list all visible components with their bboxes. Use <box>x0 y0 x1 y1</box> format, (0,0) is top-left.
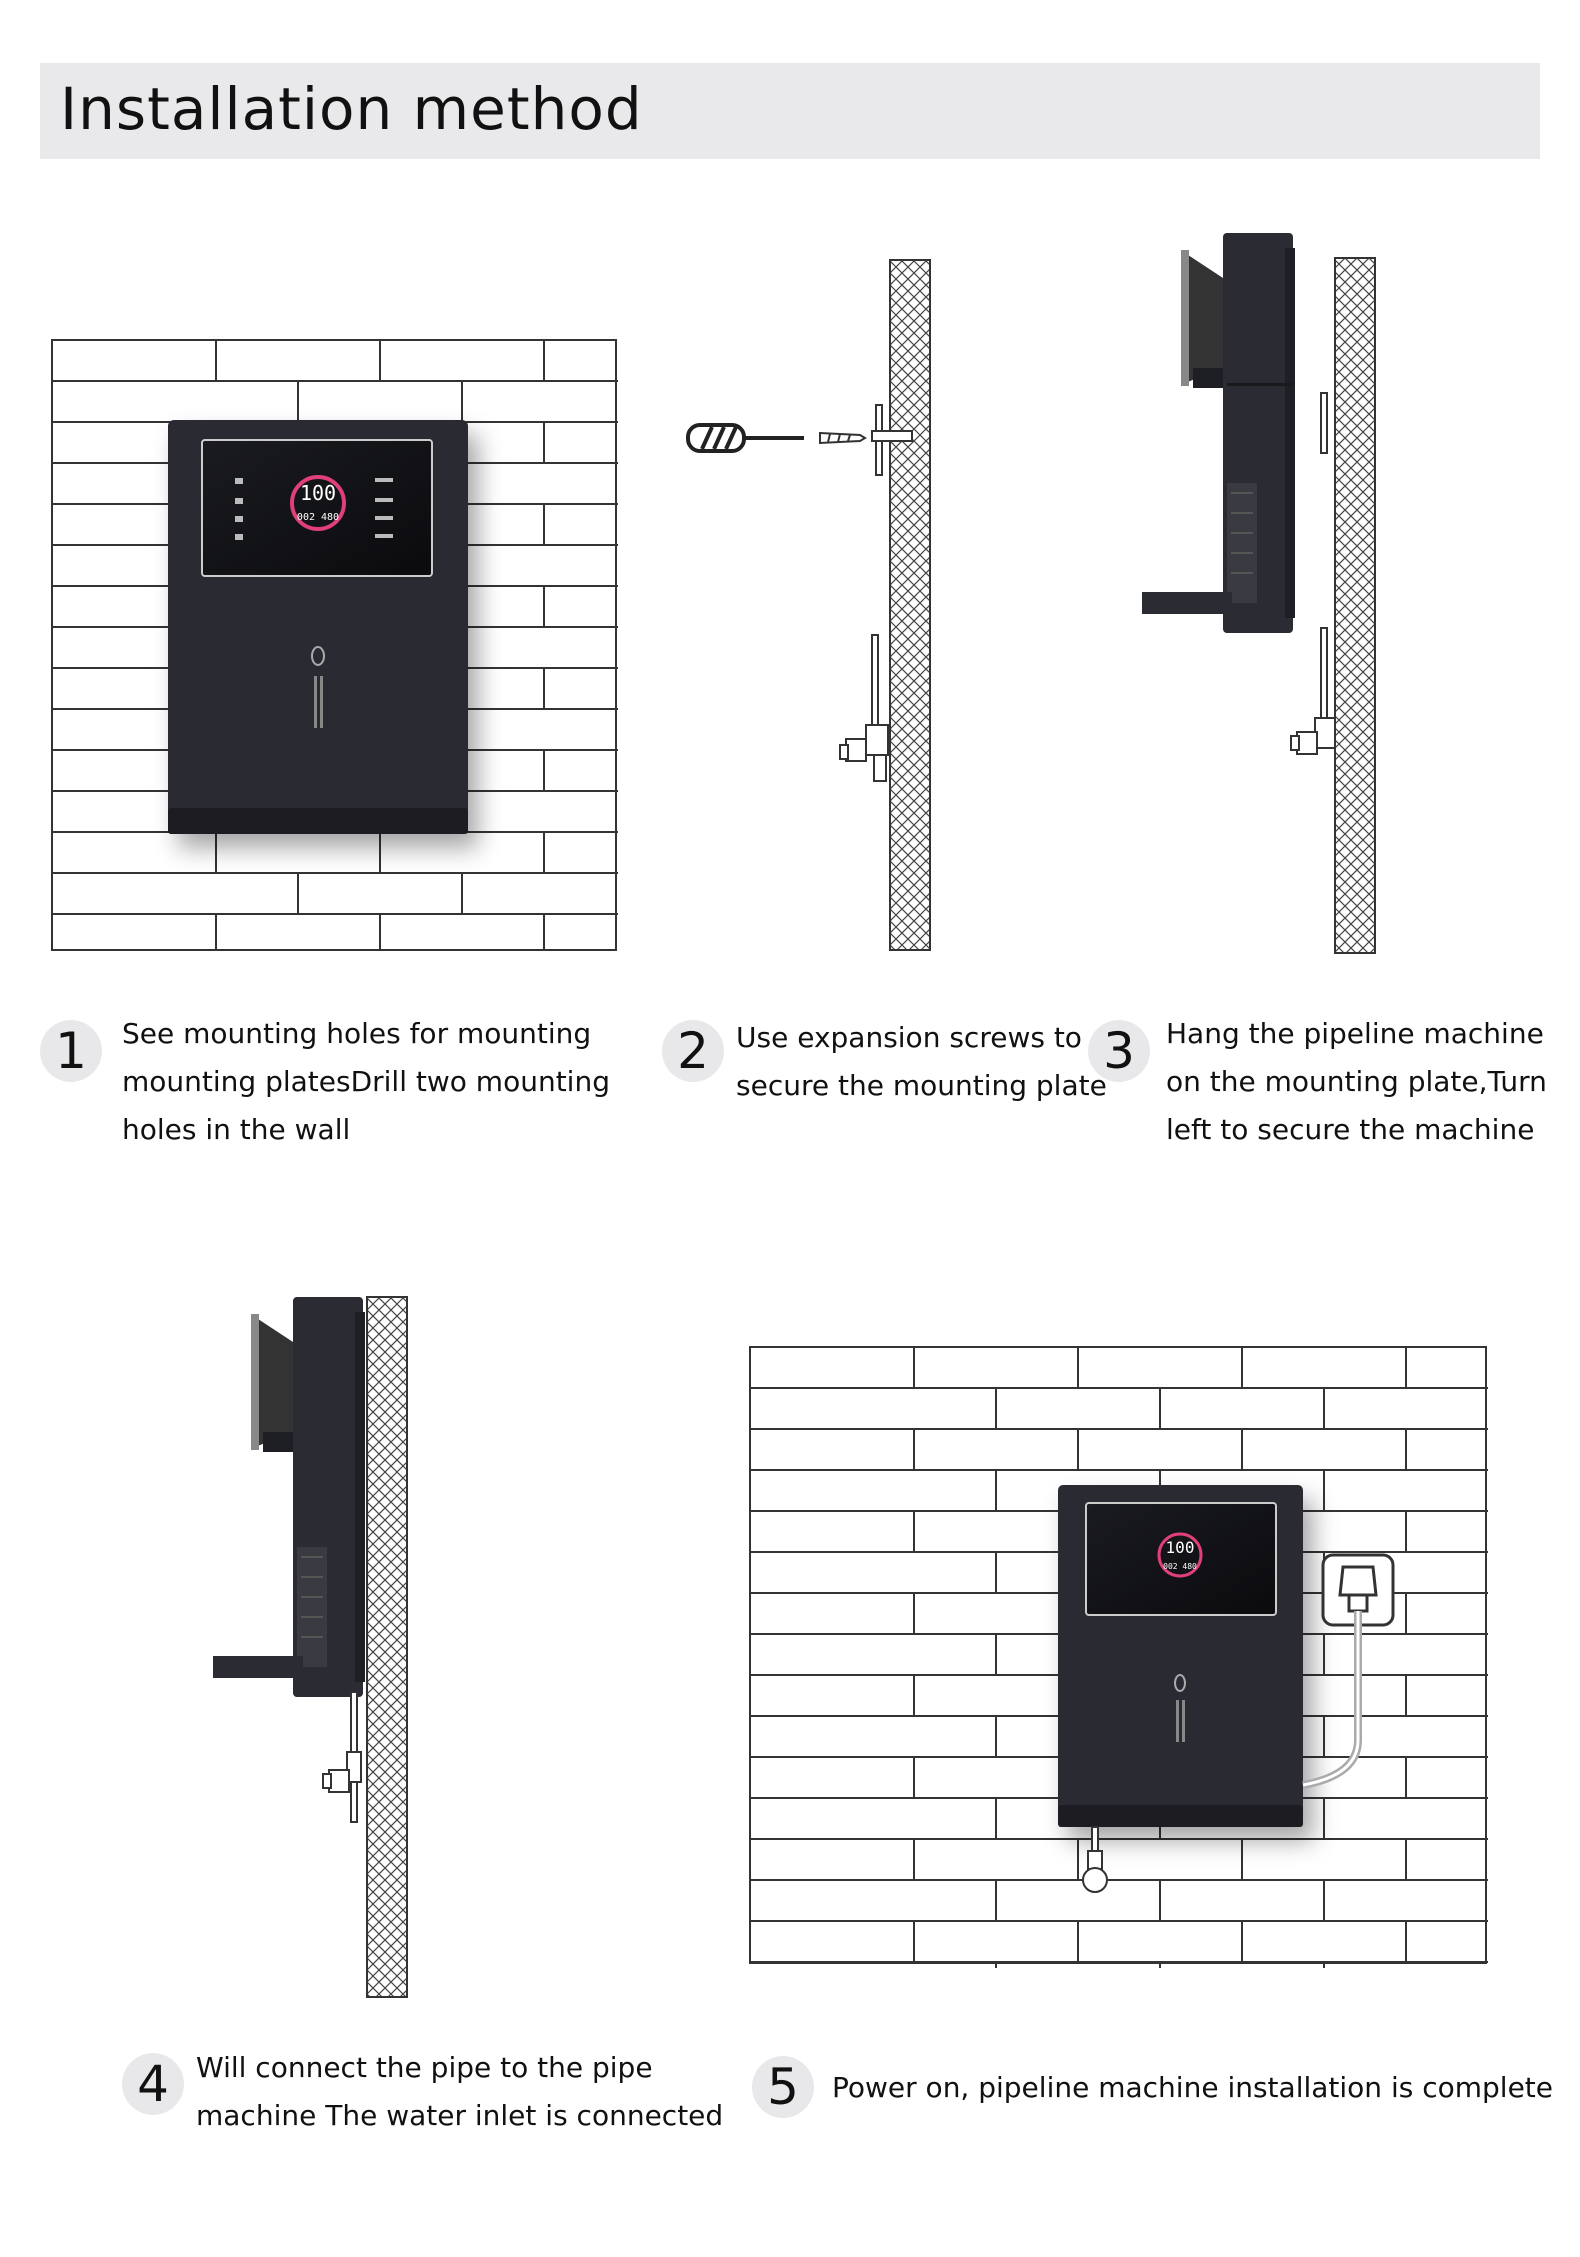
wall-section <box>889 259 931 951</box>
power-cable <box>1302 1611 1362 1789</box>
wall-section <box>366 1296 408 1998</box>
step1-illustration: 100 002 480 <box>51 339 618 951</box>
machine-screen <box>1085 1502 1277 1616</box>
expansion-screw-icon <box>819 431 867 445</box>
wall-section <box>1334 257 1376 954</box>
mounting-plate <box>1320 392 1328 454</box>
screen-temp: 100 <box>1166 1538 1195 1557</box>
step-number-1: 1 <box>40 1020 102 1082</box>
screwdriver-icon <box>686 423 804 453</box>
step-text-5: Power on, pipeline machine installation … <box>832 2071 1553 2104</box>
step-number-5: 5 <box>752 2056 814 2118</box>
screen-flow: 002 480 <box>1163 1562 1197 1571</box>
step-number-3: 3 <box>1088 1020 1150 1082</box>
machine-side-view <box>1142 233 1295 633</box>
power-outlet-icon <box>1321 1553 1395 1627</box>
screen-flow: 002 480 <box>297 512 339 523</box>
water-valve <box>322 1691 362 1823</box>
title-bar: Installation method <box>40 63 1540 159</box>
machine-screen <box>201 439 433 577</box>
water-valve <box>839 634 889 782</box>
mounting-plate <box>871 404 913 476</box>
machine-side-view <box>213 1297 365 1697</box>
step3-illustration <box>1142 233 1376 954</box>
screen-ring <box>290 475 346 531</box>
screen-ring <box>1157 1532 1203 1578</box>
step-number-4: 4 <box>122 2053 184 2115</box>
page-title: Installation method <box>60 75 643 143</box>
water-valve <box>1082 1826 1108 1893</box>
screen-temp: 100 <box>300 481 336 505</box>
step5-illustration: 100 002 480 <box>749 1346 1488 1968</box>
step4-illustration <box>213 1296 408 1998</box>
step2-illustration <box>686 259 931 951</box>
water-valve <box>1290 627 1336 755</box>
step-number-2: 2 <box>662 1020 724 1082</box>
